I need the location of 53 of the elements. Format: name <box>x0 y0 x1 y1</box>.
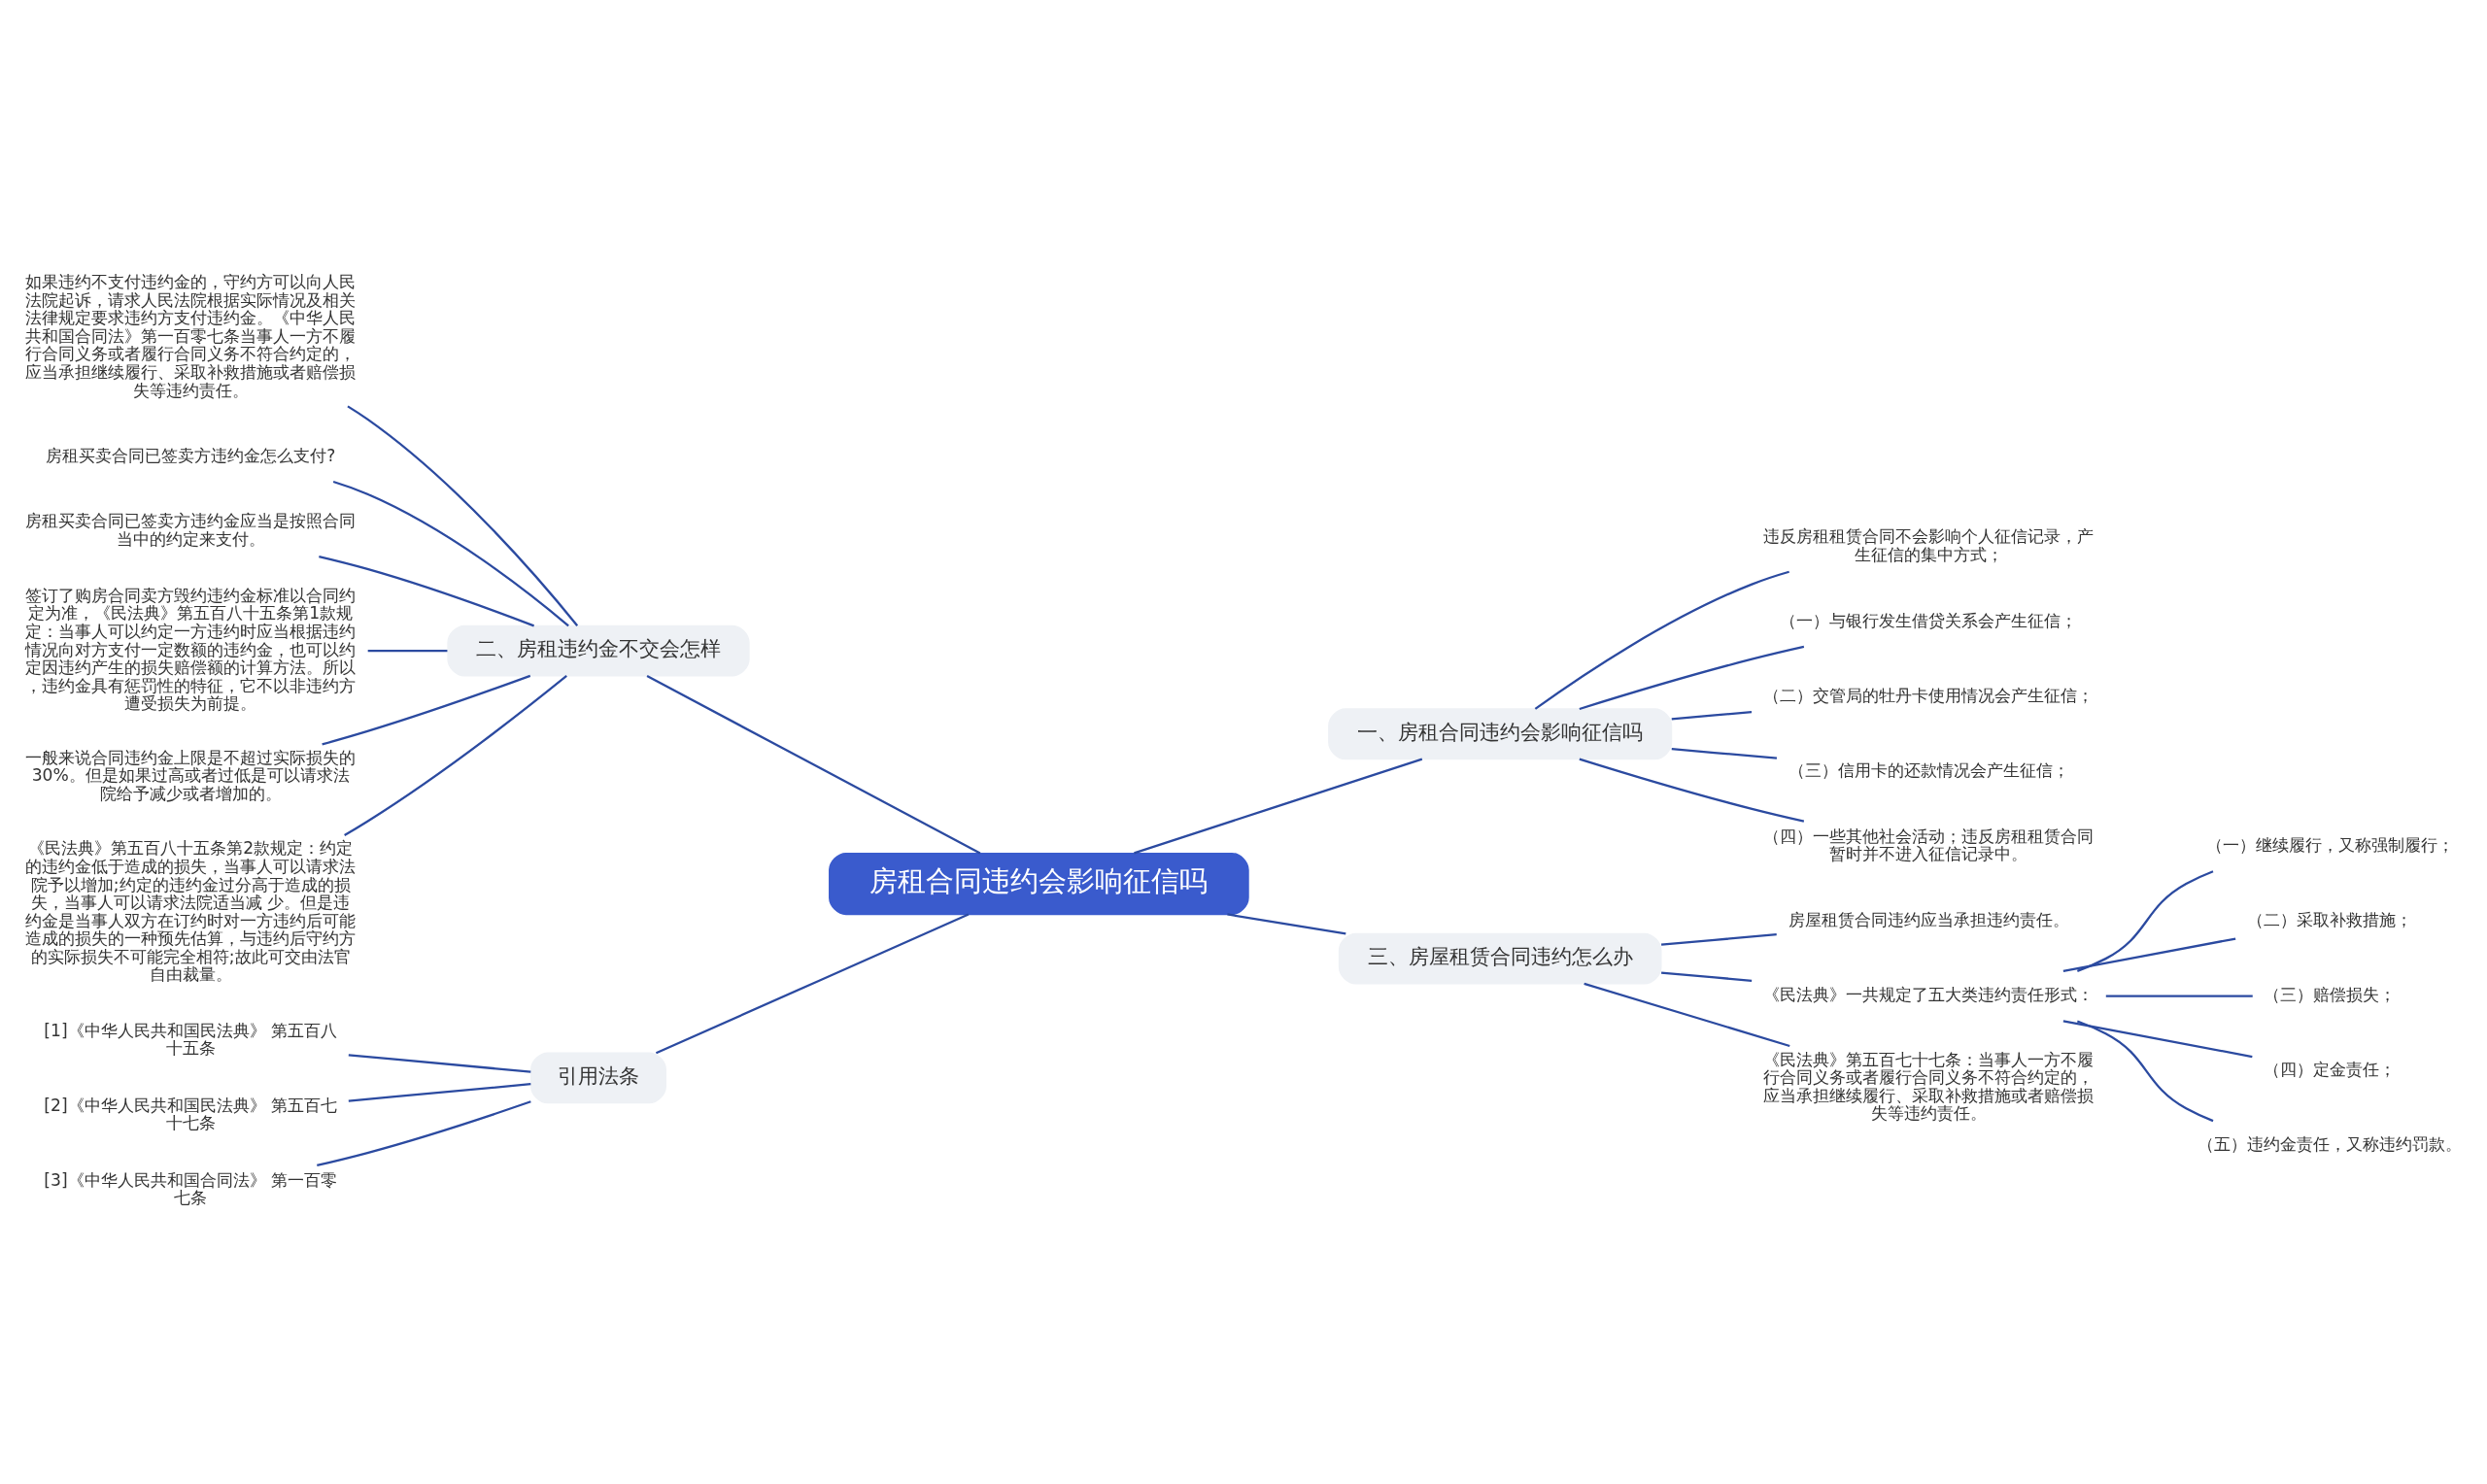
connector <box>1227 913 1346 935</box>
connector <box>1584 982 1790 1048</box>
node-box: 三、房屋租赁合同违约怎么办 <box>1338 932 1662 985</box>
node-box: 一、房租合同违约会影响征信吗 <box>1328 708 1673 760</box>
connector <box>1671 711 1753 721</box>
connector <box>1534 570 1789 710</box>
node-text: （一）继续履行，又称强制履行； <box>2205 834 2454 855</box>
connector <box>2076 1020 2214 1123</box>
node-text: （三）赔偿损失； <box>2264 985 2397 1005</box>
connector <box>2105 995 2253 997</box>
node-text: 《民法典》一共规定了五大类违约责任形式： <box>1763 985 2095 1005</box>
node-box: 房租合同违约会影响征信吗 <box>829 852 1249 916</box>
node-text: （二）交管局的牡丹卡使用情况会产生征信； <box>1763 685 2095 705</box>
connector <box>1134 758 1423 855</box>
node-text: （三）信用卡的还款情况会产生征信； <box>1788 759 2069 780</box>
node-text: （二）采取补救措施； <box>2247 909 2413 929</box>
node-text: 房租买卖合同已签卖方违约金应当是按照合同当中的约定来支付。 <box>25 511 357 550</box>
node-text: （一）与银行发生借贷关系会产生征信； <box>1780 610 2078 630</box>
connector <box>367 649 448 653</box>
node-text: （五）违约金责任，又称违约罚款。 <box>2197 1134 2463 1155</box>
node-text: （四）定金责任； <box>2264 1060 2397 1080</box>
connector <box>1671 748 1778 759</box>
node-text: 房租买卖合同已签卖方违约金怎么支付? <box>46 445 336 465</box>
connector <box>1661 933 1777 946</box>
node-text: 房屋租赁合同违约应当承担违约责任。 <box>1788 909 2069 929</box>
node-text: [2]《中华人民共和国民法典》 第五百七十七条 <box>44 1095 338 1133</box>
node-box: 引用法条 <box>530 1052 666 1104</box>
node-text: 如果违约不支付违约金的，守约方可以向人民法院起诉，请求人民法院根据实际情况及相关法律规定要求违约方支付违约金。《中华人民共和国合同法》第一百零七条当事人一方不履行合同义务或者履行合同义务不符合约定的，应当承担继续履行、采取补救措施或者赔偿损失等违约责任。 <box>25 272 357 400</box>
connector <box>1579 758 1805 823</box>
connector <box>322 674 531 746</box>
node-text: 一般来说合同违约金上限是不超过实际损失的30%。但是如果过高或者过低是可以请求法院给予减少或者增加的。 <box>25 747 357 804</box>
connector <box>655 913 970 1055</box>
connector <box>2062 937 2236 972</box>
connector <box>348 1083 531 1102</box>
node-text: 违反房租租赁合同不会影响个人征信记录，产生征信的集中方式； <box>1763 526 2095 564</box>
connector <box>332 480 569 627</box>
connector <box>347 405 579 626</box>
connector <box>1579 645 1805 711</box>
connector <box>348 1054 531 1073</box>
node-text: [1]《中华人民共和国民法典》 第五百八十五条 <box>44 1020 338 1059</box>
node-box: 二、房租违约金不交会怎样 <box>447 624 750 677</box>
connector <box>2062 1020 2253 1059</box>
node-text: 签订了购房合同卖方毁约违约金标准以合同约定为准，《民法典》第五百八十五条第1款规定：当事人可以约定一方违约时应当根据违约情况向对方支付一定数额的违约金，也可以约定因违约产生的损失赔偿额的计算方法。所以，违约金具有惩罚性的特征，它不以非违约方遭受损失为前提。 <box>25 585 357 714</box>
connector <box>319 555 535 627</box>
node-text: 《民法典》第五百七十七条：当事人一方不履行合同义务或者履行合同义务不符合约定的，应当承担继续履行、采取补救措施或者赔偿损失等违约责任。 <box>1763 1049 2095 1124</box>
node-text: 《民法典》第五百八十五条第2款规定：约定的违约金低于造成的损失，当事人可以请求法院予以增加;约定的违约金过分高于造成的损失，当事人可以请求法院适当减 少。但是违约金是当事人双方在订约时对一方违约后可能造成的损失的一种预先估算，与违约后守约方的实际损失不可能完全相符;故此可交由法官自由裁量。 <box>25 838 357 985</box>
connector <box>1660 971 1753 982</box>
connector <box>317 1100 531 1166</box>
connector <box>344 675 567 836</box>
connector <box>2076 870 2214 972</box>
connector <box>646 675 981 855</box>
node-text: （四）一些其他社会活动；违反房租租赁合同暂时并不进入征信记录中。 <box>1763 826 2095 864</box>
node-text: [3]《中华人民共和国合同法》 第一百零七条 <box>44 1169 338 1208</box>
